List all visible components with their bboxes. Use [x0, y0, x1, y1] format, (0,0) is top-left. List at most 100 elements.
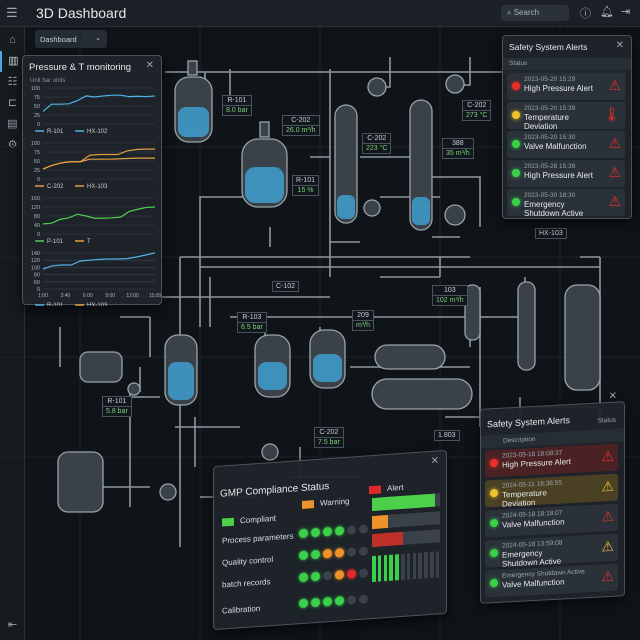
app-title: 3D Dashboard [36, 5, 127, 21]
menu-icon[interactable]: ☰ [6, 5, 18, 20]
legend-label: Compliant [240, 513, 277, 526]
gear-icon[interactable]: ⚙ [7, 139, 18, 151]
x-tick-label: 6:00 [83, 293, 93, 299]
series-line-HX-103 [42, 157, 155, 170]
status-dot-green [490, 518, 498, 528]
storage-tank [564, 284, 601, 391]
process-tag[interactable]: HX-103 [535, 228, 567, 239]
status-dot [323, 526, 332, 537]
bell-icon[interactable]: 🔔︎ [600, 6, 614, 18]
exit-icon[interactable]: ⇤ [7, 619, 18, 631]
process-tag[interactable]: 1.803 [434, 430, 460, 441]
bar-chart-icon[interactable]: ▤ [7, 118, 18, 130]
close-icon[interactable]: ✕ [145, 60, 154, 71]
level-segment [418, 552, 422, 579]
tag-value: 7.5 bar [315, 437, 343, 447]
search-input[interactable]: ⌕ Search [501, 5, 569, 21]
y-tick-label: 120 [31, 205, 40, 211]
x-tick-label: 12:00 [126, 293, 139, 299]
level-segment [383, 555, 388, 582]
status-dot [335, 526, 344, 536]
status-dot [347, 547, 356, 557]
level-segment [377, 555, 382, 582]
close-icon[interactable]: ✕ [615, 40, 624, 51]
sliders-icon[interactable]: ☷ [7, 76, 18, 88]
tag-name: C-202 [319, 429, 339, 436]
gmp-title: GMP Compliance Status [220, 481, 330, 500]
view-select[interactable]: Dashboard⌄ [35, 30, 107, 48]
compliance-bar [372, 529, 440, 548]
legend-swatch-warning [302, 500, 314, 509]
tag-name: 388 [452, 140, 464, 147]
chevron-down-icon: ⌄ [95, 35, 101, 42]
alert-triangle-icon: ⚠ [601, 567, 614, 585]
alert-name: High Pressure Alert [524, 171, 593, 180]
help-icon[interactable]: ⓘ [580, 8, 591, 20]
tag-name: R-101 [107, 398, 127, 405]
status-dot-red [490, 458, 498, 468]
status-dot-yellow [512, 111, 520, 119]
heat-exchanger-1 [374, 344, 446, 370]
x-tick-label: 3:40 [61, 293, 71, 299]
legend-label: C-202 [47, 184, 64, 190]
y-tick-label: 50 [34, 159, 40, 165]
legend-label: HX-103 [87, 303, 108, 306]
y-tick-label: 120 [31, 258, 40, 264]
home-icon[interactable]: ⌂ [9, 34, 16, 46]
compliance-bar [372, 511, 440, 530]
y-tick-label: 0 [37, 177, 40, 183]
close-icon[interactable]: ✕ [430, 455, 439, 467]
tag-value: 26.0 m³/h [283, 125, 319, 135]
status-dot [311, 549, 320, 560]
level-segment [401, 553, 405, 581]
status-dot [299, 550, 308, 561]
status-dot [323, 548, 332, 559]
series-line-P-101 [42, 206, 156, 225]
status-dot [347, 569, 356, 579]
status-dot-green [512, 169, 520, 177]
warning-icon: ⚠ [601, 537, 614, 555]
column-c202 [334, 104, 358, 224]
alert-triangle-icon: ⚠ [608, 193, 621, 209]
status-dot [335, 596, 344, 606]
compliance-bar-fill [372, 531, 403, 548]
close-icon[interactable]: ✕ [608, 390, 617, 403]
tag-name: C-202 [467, 102, 487, 109]
process-tag[interactable]: C-102 [272, 281, 300, 292]
y-tick-label: 140 [31, 251, 40, 257]
status-dot-red [512, 82, 520, 90]
alert-name: Valve Malfunction [524, 142, 587, 151]
tag-value: 5.8 bar [103, 406, 131, 416]
logout-icon[interactable]: ⇥ [621, 6, 631, 18]
tag-value: m³/h [353, 320, 373, 330]
row-label: Process parameters [222, 531, 294, 546]
flow-icon[interactable]: ⊏ [7, 97, 18, 109]
legend-swatch-compliant [222, 517, 234, 527]
y-tick-label: 80 [34, 273, 40, 279]
alerts-column-header: Status [503, 58, 631, 70]
y-tick-label: 160 [31, 196, 40, 202]
chart-icon[interactable]: ▥ [0, 51, 25, 72]
